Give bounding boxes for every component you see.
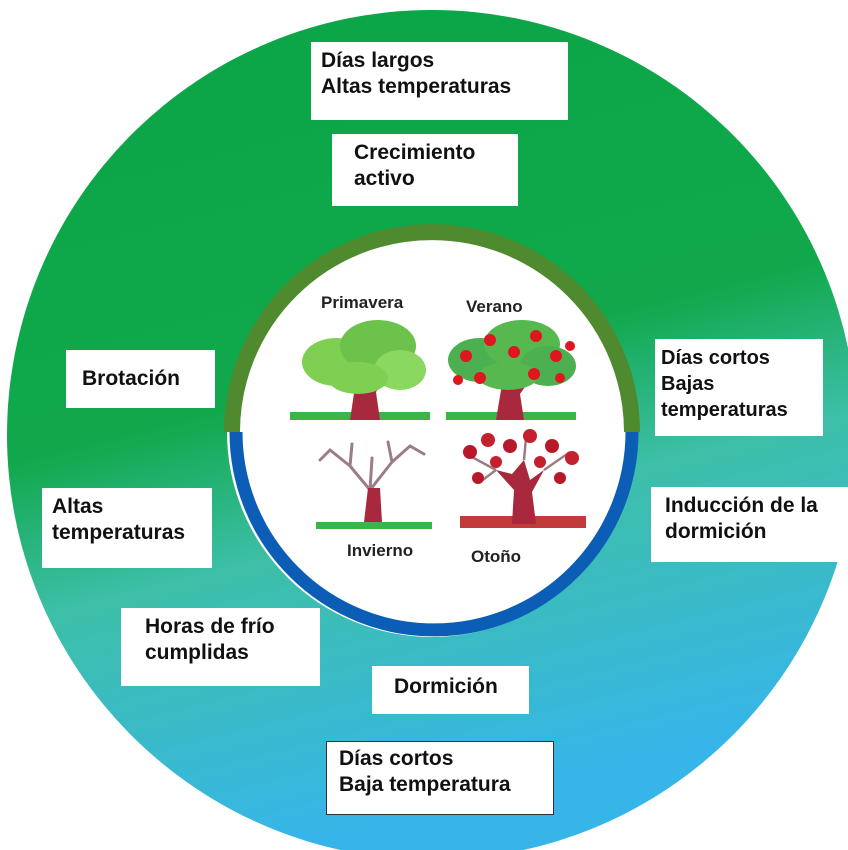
right-conditions-box: Días cortos Bajas temperaturas: [655, 339, 823, 436]
season-label-autumn: Otoño: [471, 547, 522, 566]
season-label-summer: Verano: [466, 297, 523, 316]
chill-hours-line2: cumplidas: [145, 641, 249, 664]
season-label-winter: Invierno: [347, 541, 414, 560]
dormancy-label: Dormición: [394, 675, 498, 698]
right-conditions-line3: temperaturas: [661, 399, 788, 421]
growth-line1: Crecimiento: [354, 141, 476, 164]
dormancy-induction-line1: Inducción de la: [665, 494, 818, 517]
chill-hours-box: Horas de frío cumplidas: [121, 608, 320, 686]
budbreak-box: Brotación: [66, 350, 215, 408]
left-conditions-line2: temperaturas: [52, 521, 186, 544]
autumn-tree-icon: [460, 429, 586, 528]
left-conditions-line1: Altas: [52, 495, 104, 518]
growth-arc: [224, 224, 640, 433]
growth-line2: activo: [354, 167, 415, 190]
right-conditions-line1: Días cortos: [661, 347, 770, 369]
winter-tree-icon: [316, 440, 432, 529]
dormancy-box: Dormición: [372, 666, 529, 714]
bottom-conditions-line2: Baja temperatura: [339, 773, 511, 796]
bottom-conditions-line1: Días cortos: [339, 747, 454, 770]
top-conditions-line2: Altas temperaturas: [321, 75, 512, 98]
summer-tree-icon: [446, 320, 576, 420]
top-conditions-box: Días largos Altas temperaturas: [311, 42, 568, 120]
top-conditions-line1: Días largos: [321, 49, 435, 72]
left-conditions-box: Altas temperaturas: [42, 488, 212, 568]
bottom-conditions-box: Días cortos Baja temperatura: [326, 741, 554, 815]
dormancy-induction-box: Inducción de la dormición: [651, 487, 848, 562]
chill-hours-line1: Horas de frío: [145, 615, 275, 638]
right-conditions-line2: Bajas: [661, 373, 715, 395]
season-label-spring: Primavera: [321, 293, 404, 312]
spring-tree-icon: [290, 320, 430, 420]
growth-box: Crecimiento activo: [332, 134, 518, 206]
budbreak-label: Brotación: [82, 367, 181, 390]
dormancy-induction-line2: dormición: [665, 520, 767, 543]
dormancy-arc: [229, 431, 639, 637]
